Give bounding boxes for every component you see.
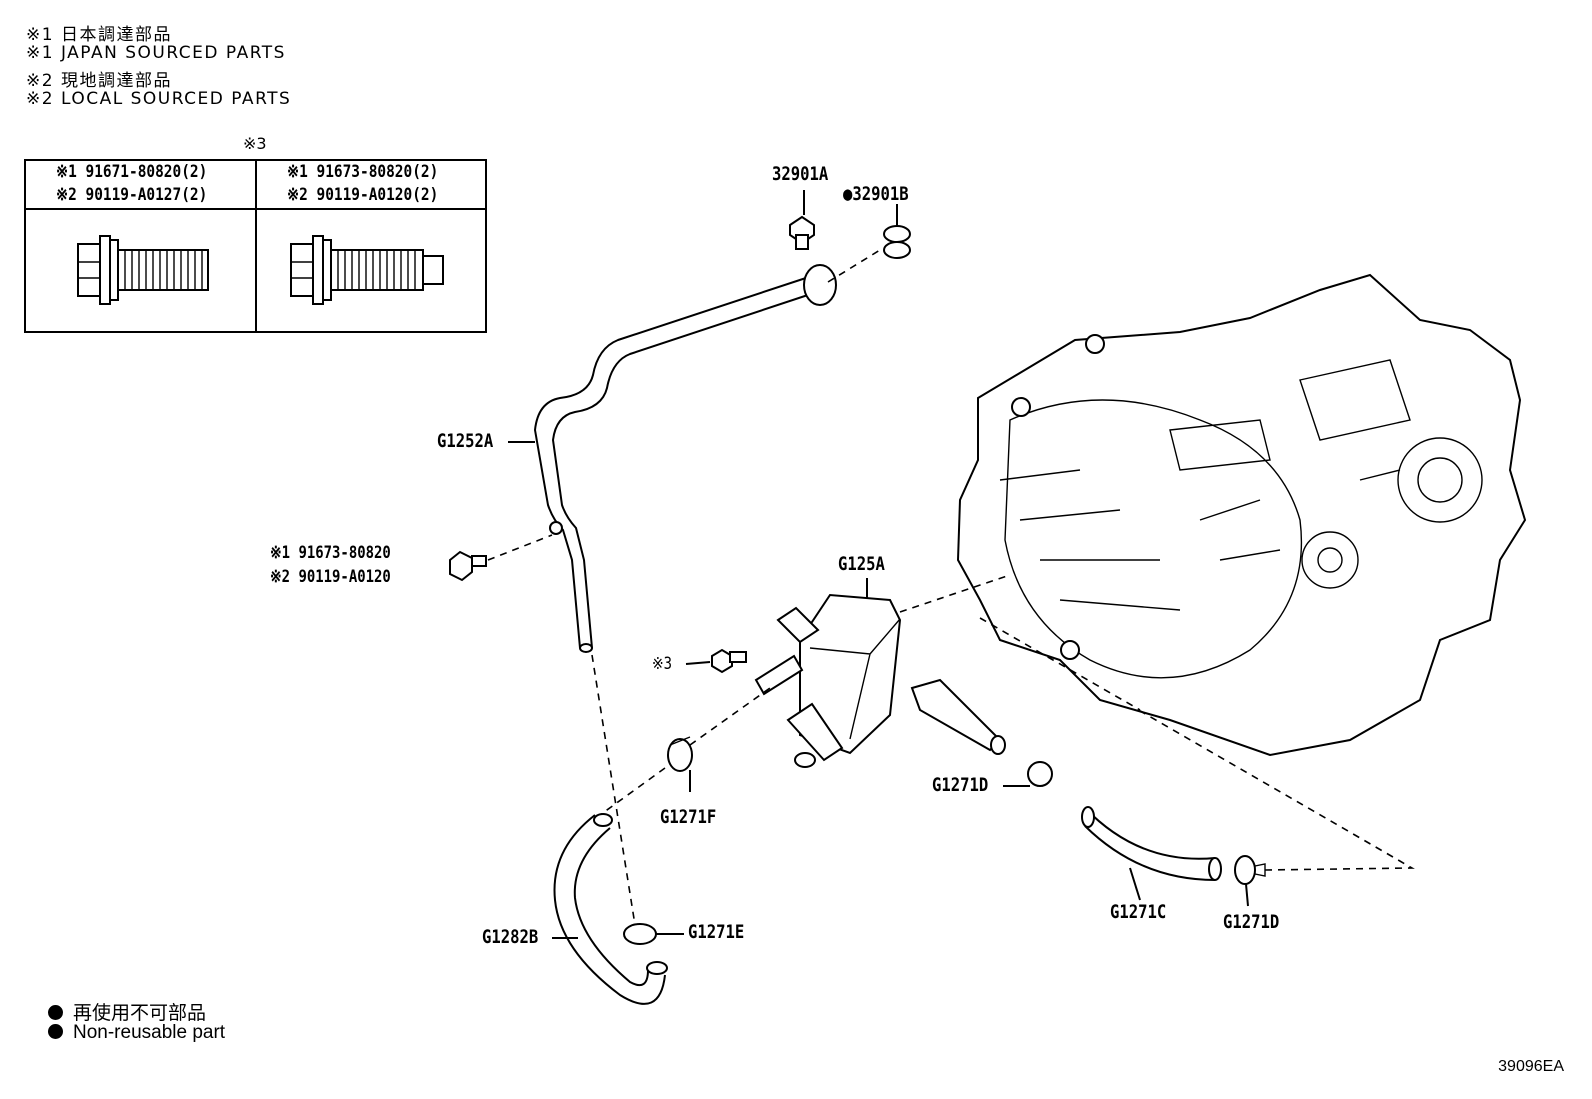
label-g1271d-upper: G1271D [932,774,989,796]
table-mark3: ※3 [243,134,267,153]
leader-g1271c [1129,867,1141,901]
table-col1-line1: ※1 91671-80820(2) [56,162,208,182]
note-local-jp: ※2 現地調達部品 [26,71,172,91]
bolt-mark3 [711,648,747,674]
clamp-g1271d-lower [1234,855,1266,885]
hose-g1271c [1081,806,1222,881]
label-g1271e: G1271E [688,921,745,943]
label-bolt-line2: ※2 90119-A0120 [270,567,391,587]
legend-jp: 再使用不可部品 [48,998,206,1025]
table-col2-line2: ※2 90119-A0120(2) [287,185,439,205]
label-32901b: ●32901B [843,183,909,205]
bolt-91673 [449,550,487,582]
note-japan-en: ※1 JAPAN SOURCED PARTS [26,43,286,63]
label-g1252a: G1252A [437,430,494,452]
label-g1282b: G1282B [482,926,539,948]
label-g1271f: G1271F [660,806,717,828]
legend-jp-text: 再使用不可部品 [73,1003,207,1024]
hose-g1282b [553,813,668,1005]
label-mark3: ※3 [652,654,673,674]
table-col1-line2: ※2 90119-A0127(2) [56,185,208,205]
note-local-en: ※2 LOCAL SOURCED PARTS [26,89,292,109]
bolt-table [24,159,487,333]
flange-bolt-stepped [290,235,444,305]
legend-en: Non-reusable part [48,1022,225,1044]
flange-bolt-long [77,235,209,305]
table-col2-line1: ※1 91673-80820(2) [287,162,439,182]
clamp-g1271f [667,736,693,772]
note-japan-jp: ※1 日本調達部品 [26,25,172,45]
label-bolt-line1: ※1 91673-80820 [270,543,391,563]
bullet-icon [48,1005,63,1020]
legend-en-text: Non-reusable part [73,1022,226,1043]
clamp-g1271e [623,923,657,945]
oil-cooler-g125a [754,593,1006,768]
clamp-g1271d-upper [1027,761,1053,787]
label-g1271d-lower: G1271D [1223,911,1280,933]
label-g125a: G125A [838,553,885,575]
gasket-32901b [883,225,911,259]
union-bolt-32901a [789,215,815,250]
bullet-icon [48,1024,63,1039]
transaxle-housing [956,273,1527,757]
figure-code: 39096EA [1498,1058,1564,1075]
label-32901a: 32901A [772,163,829,185]
leader-g1271d-lower [1245,883,1249,907]
oil-pipe-g1252a [533,264,837,653]
label-g1271c: G1271C [1110,901,1167,923]
